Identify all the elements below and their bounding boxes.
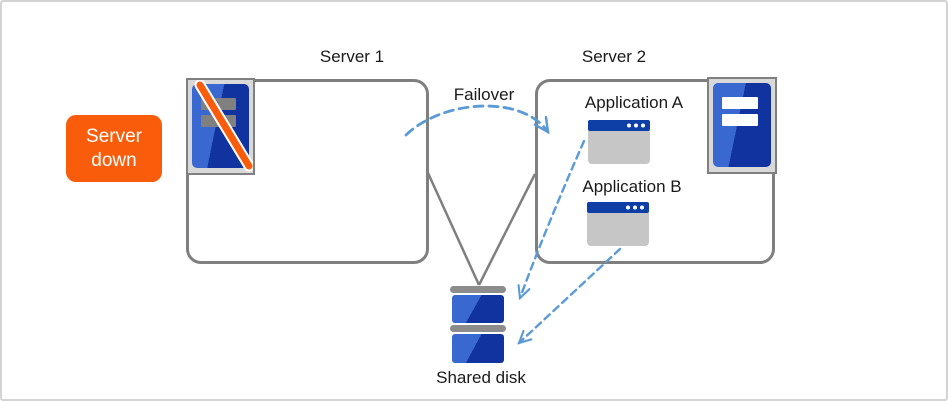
failure-slash bbox=[196, 81, 253, 170]
server-down-label: Server down bbox=[86, 125, 142, 171]
application-b-icon-wrap bbox=[587, 202, 649, 246]
failed-server-icon bbox=[192, 80, 253, 172]
shared-disk-icon bbox=[450, 286, 506, 363]
server1-icon-plate bbox=[186, 78, 255, 175]
failover-label: Failover bbox=[453, 85, 515, 104]
server-down-badge: Server down bbox=[66, 115, 162, 182]
application-b-label: Application B bbox=[582, 177, 682, 196]
application-a-icon-wrap bbox=[588, 120, 650, 164]
server2-title: Server 2 bbox=[581, 47, 647, 66]
disk-connection-lines bbox=[426, 172, 537, 286]
app-window-icon bbox=[588, 120, 650, 164]
server-icon bbox=[713, 83, 771, 167]
server1-title: Server 1 bbox=[319, 47, 385, 66]
app-window-icon bbox=[587, 202, 649, 246]
application-a-label: Application A bbox=[584, 93, 684, 112]
shared-disk-label: Shared disk bbox=[436, 368, 526, 387]
server2-icon-plate bbox=[707, 77, 777, 174]
